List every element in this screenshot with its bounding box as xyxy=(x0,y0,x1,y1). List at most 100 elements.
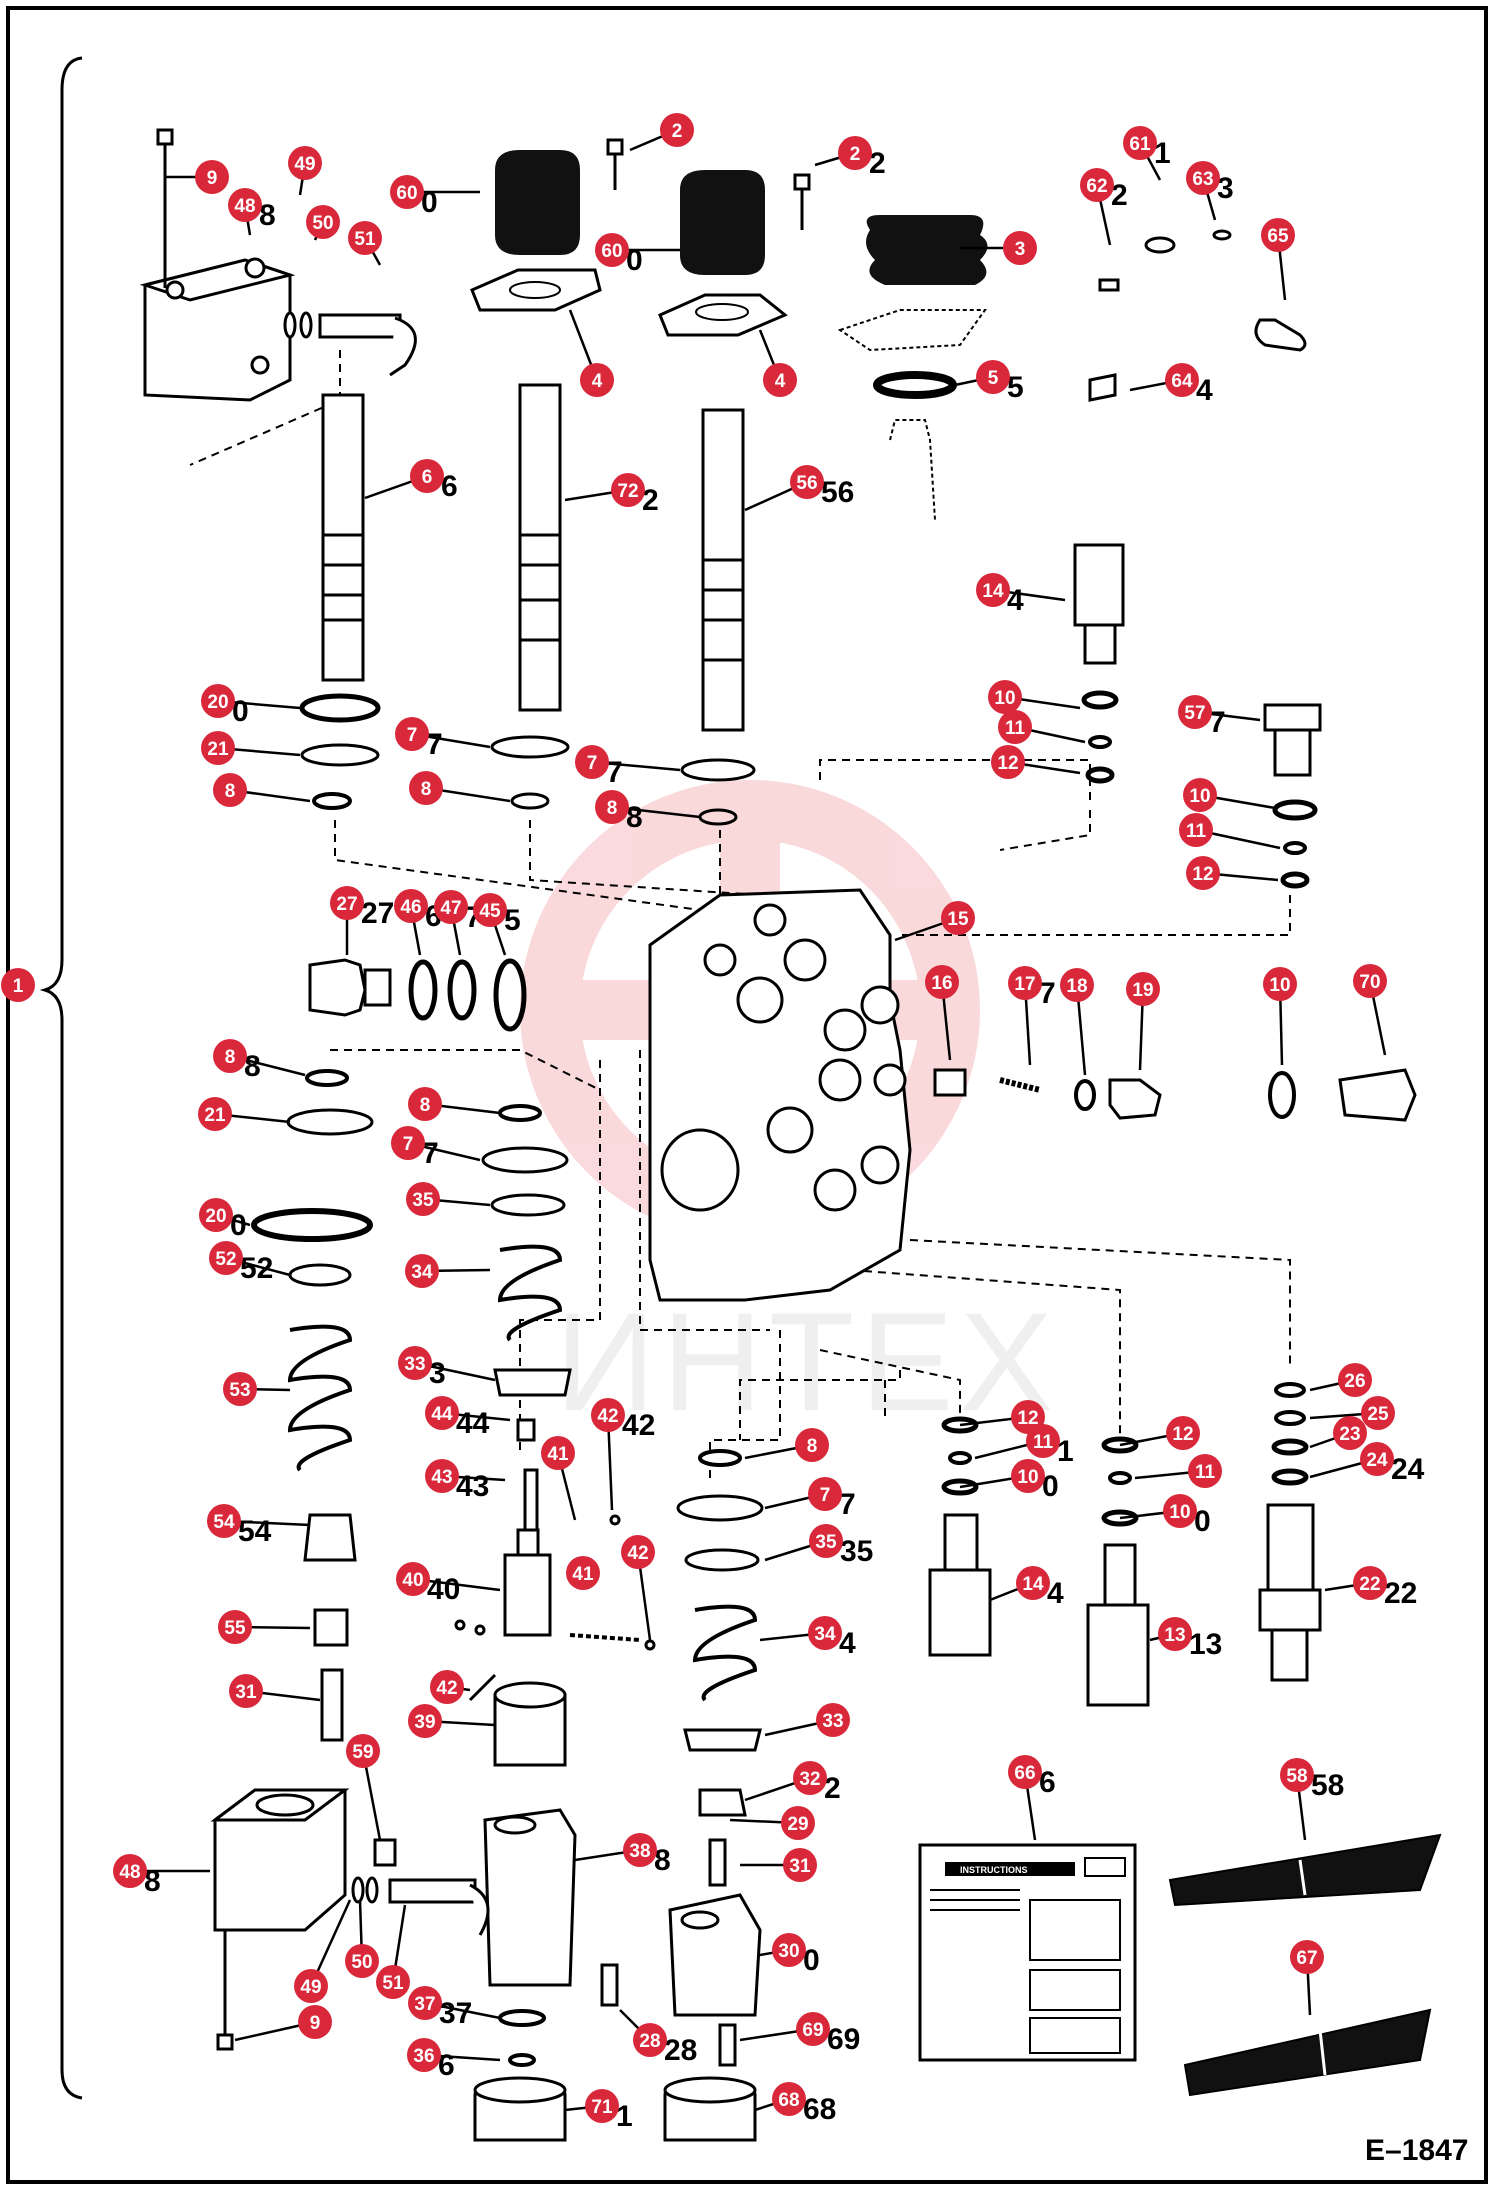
callout-marker-17[interactable] xyxy=(1008,966,1042,1000)
callout-marker-60a[interactable] xyxy=(390,175,424,209)
callout-marker-6[interactable] xyxy=(410,459,444,493)
callout-marker-8c[interactable] xyxy=(595,790,629,824)
callout-marker-26[interactable] xyxy=(1338,1363,1372,1397)
callout-marker-59[interactable] xyxy=(346,1734,380,1768)
callout-marker-50b[interactable] xyxy=(345,1944,379,1978)
callout-marker-71[interactable] xyxy=(585,2089,619,2123)
callout-marker-53[interactable] xyxy=(223,1372,257,1406)
callout-marker-34a[interactable] xyxy=(405,1254,439,1288)
callout-marker-63[interactable] xyxy=(1186,161,1220,195)
callout-marker-61[interactable] xyxy=(1123,126,1157,160)
callout-marker-12a[interactable] xyxy=(991,745,1025,779)
callout-marker-25[interactable] xyxy=(1361,1396,1395,1430)
callout-marker-10b[interactable] xyxy=(1183,778,1217,812)
callout-marker-7c[interactable] xyxy=(391,1126,425,1160)
callout-marker-8d[interactable] xyxy=(213,1039,247,1073)
callout-marker-28[interactable] xyxy=(633,2023,667,2057)
callout-marker-14b[interactable] xyxy=(1016,1566,1050,1600)
callout-marker-22[interactable] xyxy=(1353,1566,1387,1600)
callout-marker-56[interactable] xyxy=(790,465,824,499)
callout-marker-8e[interactable] xyxy=(408,1087,442,1121)
callout-marker-64[interactable] xyxy=(1165,363,1199,397)
callout-marker-10c[interactable] xyxy=(1263,967,1297,1001)
callout-marker-21b[interactable] xyxy=(198,1097,232,1131)
callout-marker-51b[interactable] xyxy=(376,1965,410,1999)
callout-marker-10a[interactable] xyxy=(988,680,1022,714)
callout-marker-10d[interactable] xyxy=(1011,1459,1045,1493)
callout-marker-46[interactable] xyxy=(394,889,428,923)
callout-marker-23[interactable] xyxy=(1333,1416,1367,1450)
callout-marker-1[interactable] xyxy=(1,968,35,1002)
callout-marker-7b[interactable] xyxy=(575,745,609,779)
callout-marker-20b[interactable] xyxy=(199,1198,233,1232)
callout-marker-8b[interactable] xyxy=(409,771,443,805)
callout-marker-51a[interactable] xyxy=(348,221,382,255)
callout-marker-55[interactable] xyxy=(218,1610,252,1644)
callout-marker-43[interactable] xyxy=(425,1459,459,1493)
callout-marker-57[interactable] xyxy=(1178,695,1212,729)
callout-marker-66[interactable] xyxy=(1008,1755,1042,1789)
callout-marker-33a[interactable] xyxy=(398,1346,432,1380)
callout-marker-20a[interactable] xyxy=(201,684,235,718)
callout-marker-5[interactable] xyxy=(976,360,1010,394)
callout-marker-32[interactable] xyxy=(793,1761,827,1795)
callout-marker-35a[interactable] xyxy=(406,1182,440,1216)
callout-marker-8f[interactable] xyxy=(795,1428,829,1462)
callout-marker-72[interactable] xyxy=(611,473,645,507)
callout-marker-67[interactable] xyxy=(1290,1940,1324,1974)
callout-marker-42b[interactable] xyxy=(621,1535,655,1569)
callout-marker-45[interactable] xyxy=(473,893,507,927)
callout-marker-34b[interactable] xyxy=(808,1616,842,1650)
callout-marker-7d[interactable] xyxy=(808,1477,842,1511)
callout-marker-62[interactable] xyxy=(1080,168,1114,202)
callout-marker-11b[interactable] xyxy=(1179,813,1213,847)
callout-marker-50a[interactable] xyxy=(306,205,340,239)
callout-marker-41a[interactable] xyxy=(541,1436,575,1470)
callout-marker-68[interactable] xyxy=(772,2082,806,2116)
callout-marker-33b[interactable] xyxy=(816,1703,850,1737)
callout-marker-70[interactable] xyxy=(1353,964,1387,998)
callout-marker-44[interactable] xyxy=(425,1396,459,1430)
callout-marker-24[interactable] xyxy=(1360,1442,1394,1476)
callout-marker-11c[interactable] xyxy=(1026,1424,1060,1458)
callout-marker-29[interactable] xyxy=(781,1806,815,1840)
callout-marker-2b[interactable] xyxy=(838,136,872,170)
callout-marker-4b[interactable] xyxy=(763,363,797,397)
callout-marker-42c[interactable] xyxy=(430,1670,464,1704)
callout-marker-27[interactable] xyxy=(330,886,364,920)
callout-marker-11d[interactable] xyxy=(1188,1454,1222,1488)
callout-marker-42a[interactable] xyxy=(591,1398,625,1432)
callout-marker-38[interactable] xyxy=(623,1833,657,1867)
callout-marker-60b[interactable] xyxy=(595,233,629,267)
callout-marker-9a[interactable] xyxy=(195,160,229,194)
callout-marker-48b[interactable] xyxy=(113,1854,147,1888)
callout-marker-54[interactable] xyxy=(207,1504,241,1538)
callout-marker-12d[interactable] xyxy=(1166,1416,1200,1450)
callout-marker-58[interactable] xyxy=(1280,1758,1314,1792)
callout-marker-39[interactable] xyxy=(408,1704,442,1738)
callout-marker-18[interactable] xyxy=(1060,968,1094,1002)
callout-marker-11a[interactable] xyxy=(998,710,1032,744)
callout-marker-41b[interactable] xyxy=(566,1556,600,1590)
callout-marker-16[interactable] xyxy=(925,965,959,999)
callout-marker-12b[interactable] xyxy=(1186,856,1220,890)
callout-marker-40[interactable] xyxy=(396,1562,430,1596)
callout-marker-31b[interactable] xyxy=(783,1848,817,1882)
callout-marker-7a[interactable] xyxy=(395,717,429,751)
callout-marker-10e[interactable] xyxy=(1163,1494,1197,1528)
callout-marker-2a[interactable] xyxy=(660,113,694,147)
callout-marker-19[interactable] xyxy=(1126,972,1160,1006)
callout-marker-35b[interactable] xyxy=(809,1524,843,1558)
callout-marker-65[interactable] xyxy=(1261,218,1295,252)
callout-marker-36[interactable] xyxy=(407,2038,441,2072)
callout-marker-31a[interactable] xyxy=(229,1674,263,1708)
callout-marker-48a[interactable] xyxy=(228,188,262,222)
callout-marker-47[interactable] xyxy=(434,890,468,924)
callout-marker-37[interactable] xyxy=(408,1986,442,2020)
callout-marker-52[interactable] xyxy=(209,1241,243,1275)
callout-marker-49b[interactable] xyxy=(294,1969,328,2003)
callout-marker-9b[interactable] xyxy=(298,2005,332,2039)
callout-marker-15[interactable] xyxy=(941,901,975,935)
callout-marker-49a[interactable] xyxy=(288,146,322,180)
callout-marker-30[interactable] xyxy=(772,1933,806,1967)
